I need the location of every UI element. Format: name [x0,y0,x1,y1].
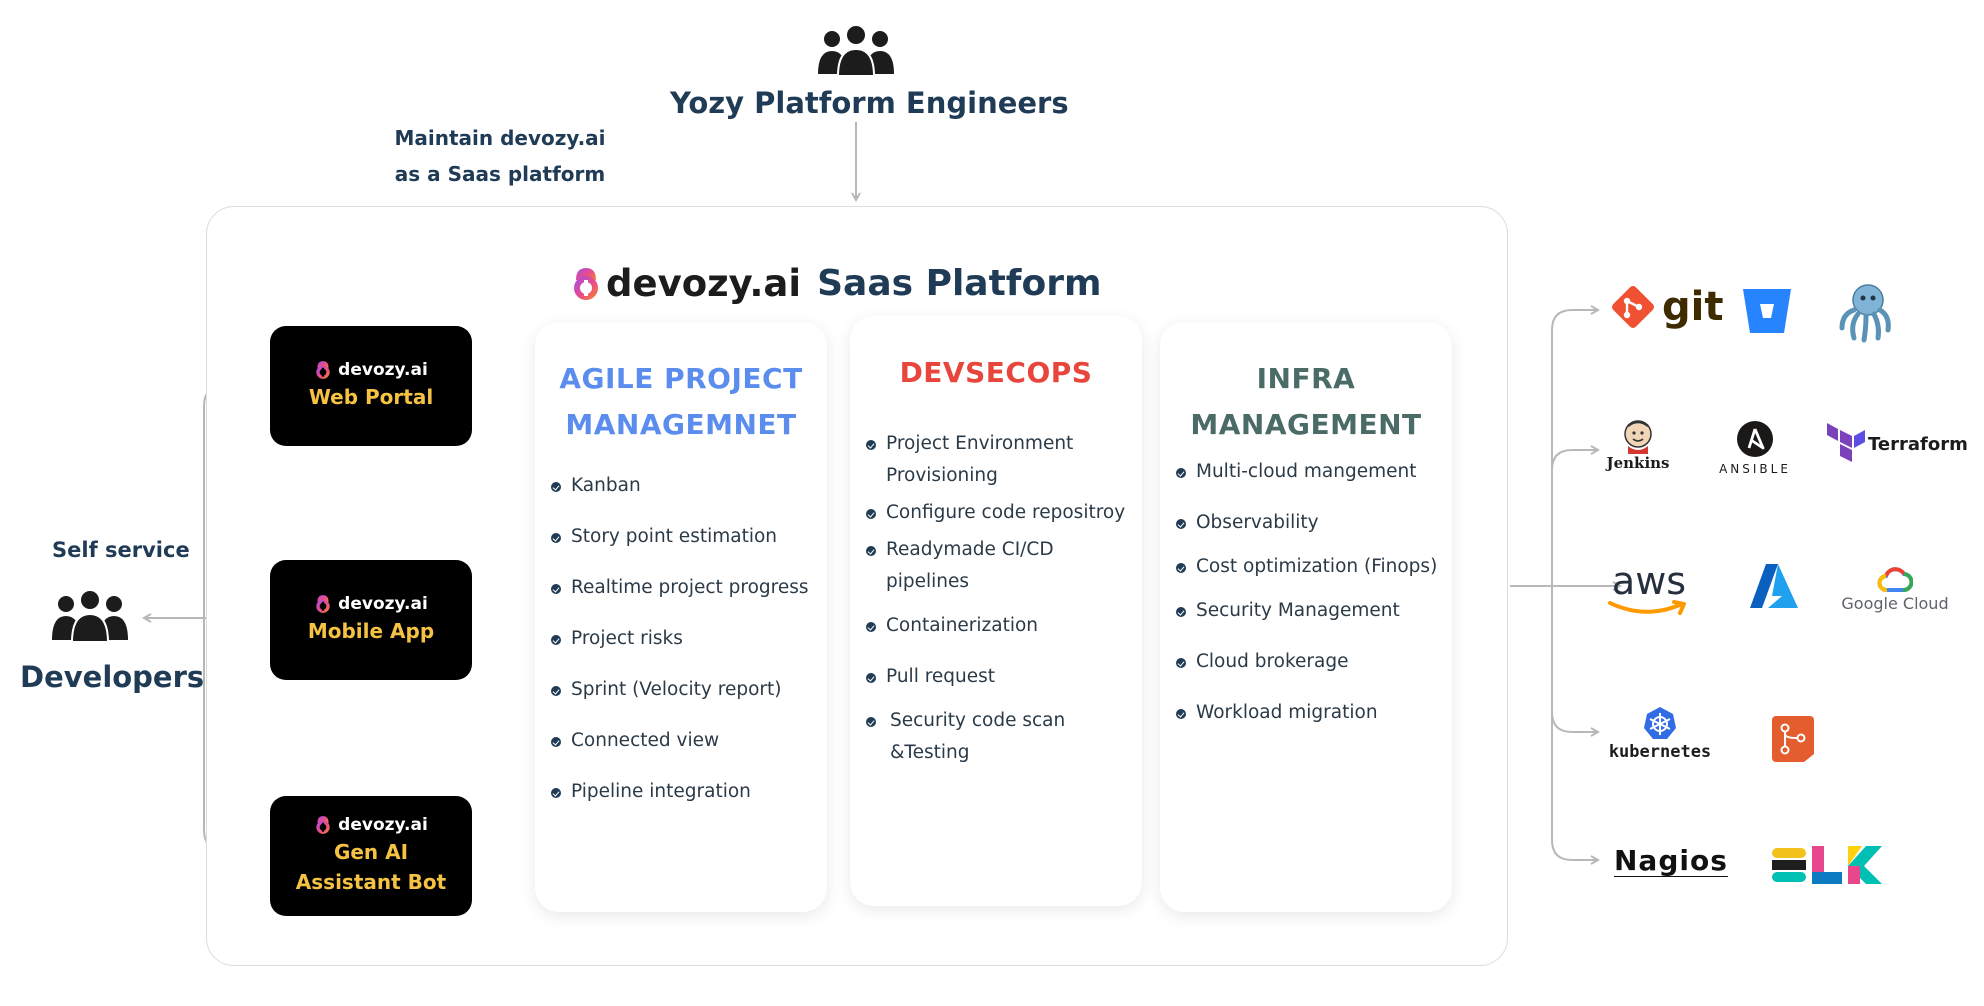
platform-to-scm-arrow [1551,310,1598,586]
devozy-logo-icon [574,267,598,300]
list-item: Sprint (Velocity report) [535,674,827,706]
aws-text: aws [1611,559,1687,603]
list-item: Configure code repositroy [850,497,1142,529]
platform-engineers-icon [818,24,894,77]
aws-smile-icon [1608,600,1686,615]
devsecops-card: DEVSECOPS Project Environment Provisioni… [850,316,1142,906]
assistant-bot-brand: devozy.ai [314,815,428,835]
assistant-bot-label: Gen AI Assistant Bot [296,837,446,897]
jenkins-icon [1624,420,1652,454]
terraform-text: Terraform [1868,433,1968,455]
list-item: Readymade CI/CD pipelines [850,534,1142,598]
devozy-logo-icon [316,595,330,613]
infra-card-title-line2: MANAGEMENT [1190,408,1422,441]
google-cloud-icon [1877,567,1913,592]
octopus-icon [1839,284,1891,343]
list-item: Connected view [535,725,827,757]
kubernetes-text: kubernetes [1608,742,1712,762]
list-item: Story point estimation [535,521,827,553]
list-item: Kanban [535,470,827,502]
list-item: Security Management [1160,595,1452,627]
mobile-app-brand: devozy.ai [314,594,428,614]
assistant-bot-label-line1: Gen AI [333,840,409,864]
jenkins-logo: Jenkins [1598,418,1678,472]
terraform-logo: Terraform [1826,422,1968,466]
mobile-app-box[interactable]: devozy.ai Mobile App [270,560,472,680]
agile-card-title: AGILE PROJECT MANAGEMNET [535,356,827,448]
platform-title: Saas Platform [817,263,1102,304]
agile-card: AGILE PROJECT MANAGEMNET Kanban Story po… [535,322,827,912]
nagios-text: Nagios [1614,844,1728,877]
google-cloud-text: Google Cloud [1841,594,1949,613]
kubernetes-logo: kubernetes [1600,706,1720,762]
list-item: Pull request [850,661,1142,693]
list-item: Workload migration [1160,697,1452,729]
elk-icon [1772,846,1882,884]
web-portal-box[interactable]: devozy.ai Web Portal [270,326,472,446]
devozy-logo-icon [316,361,330,379]
list-item: Cost optimization (Finops) [1160,551,1452,583]
git-icon [1612,286,1654,328]
git-logo: git [1610,284,1723,330]
ansible-text: ANSIBLE [1719,462,1791,476]
ansible-icon [1737,421,1773,457]
git-text: git [1662,284,1724,330]
azure-icon [1750,564,1798,608]
app-brand-text: devozy.ai [338,815,428,835]
devsecops-card-title: DEVSECOPS [850,350,1142,396]
pull-request-icon [1772,716,1814,762]
engineers-label: Yozy Platform Engineers [670,86,1069,120]
maintain-note: Maintain devozy.ai as a Saas platform [380,120,620,192]
devsecops-feature-list: Project Environment Provisioning Configu… [850,428,1142,774]
infra-card: INFRA MANAGEMENT Multi-cloud mangement O… [1160,322,1452,912]
web-portal-brand: devozy.ai [314,360,428,380]
list-item: Project Environment Provisioning [850,428,1142,492]
aws-logo: aws [1604,562,1694,616]
app-brand-text: devozy.ai [338,360,428,380]
developers-icon [52,589,128,643]
nagios-logo: Nagios [1614,844,1728,877]
infra-card-title: INFRA MANAGEMENT [1160,356,1452,448]
platform-to-monitor-arrow [1551,586,1598,860]
list-item: Project risks [535,623,827,655]
assistant-bot-box[interactable]: devozy.ai Gen AI Assistant Bot [270,796,472,916]
list-item: Realtime project progress [535,572,827,604]
list-item: Pipeline integration [535,776,827,808]
bitbucket-icon [1743,289,1791,333]
list-item: Containerization [850,610,1142,642]
infra-card-title-line1: INFRA [1256,362,1356,395]
agile-card-title-line1: AGILE PROJECT [559,362,803,395]
ansible-logo: ANSIBLE [1700,420,1810,476]
infra-feature-list: Multi-cloud mangement Observability Cost… [1160,456,1452,748]
jenkins-text: Jenkins [1606,454,1670,472]
list-item: Observability [1160,507,1452,539]
devsecops-card-title-line1: DEVSECOPS [899,356,1093,389]
web-portal-label: Web Portal [308,385,434,409]
app-brand-text: devozy.ai [338,594,428,614]
agile-card-title-line2: MANAGEMNET [565,408,797,441]
platform-brand: devozy.ai [606,262,802,305]
assistant-bot-label-line2: Assistant Bot [295,870,447,894]
mobile-app-label: Mobile App [307,619,435,643]
terraform-icon [1827,423,1865,462]
self-service-label: Self service [52,538,190,562]
list-item: Security code scan &Testing [850,705,1142,769]
maintain-note-line2: as a Saas platform [394,162,606,186]
platform-to-k8s-arrow [1551,586,1598,732]
developers-label: Developers [20,660,205,694]
google-cloud-logo: Google Cloud [1840,566,1950,613]
agile-feature-list: Kanban Story point estimation Realtime p… [535,470,827,827]
platform-heading: devozy.ai Saas Platform [570,262,1101,305]
devozy-logo-icon [316,816,330,834]
maintain-note-line1: Maintain devozy.ai [394,126,606,150]
list-item: Multi-cloud mangement [1160,456,1452,488]
platform-to-cicd-arrow [1551,450,1598,586]
list-item: Cloud brokerage [1160,646,1452,678]
kubernetes-icon [1644,707,1676,739]
